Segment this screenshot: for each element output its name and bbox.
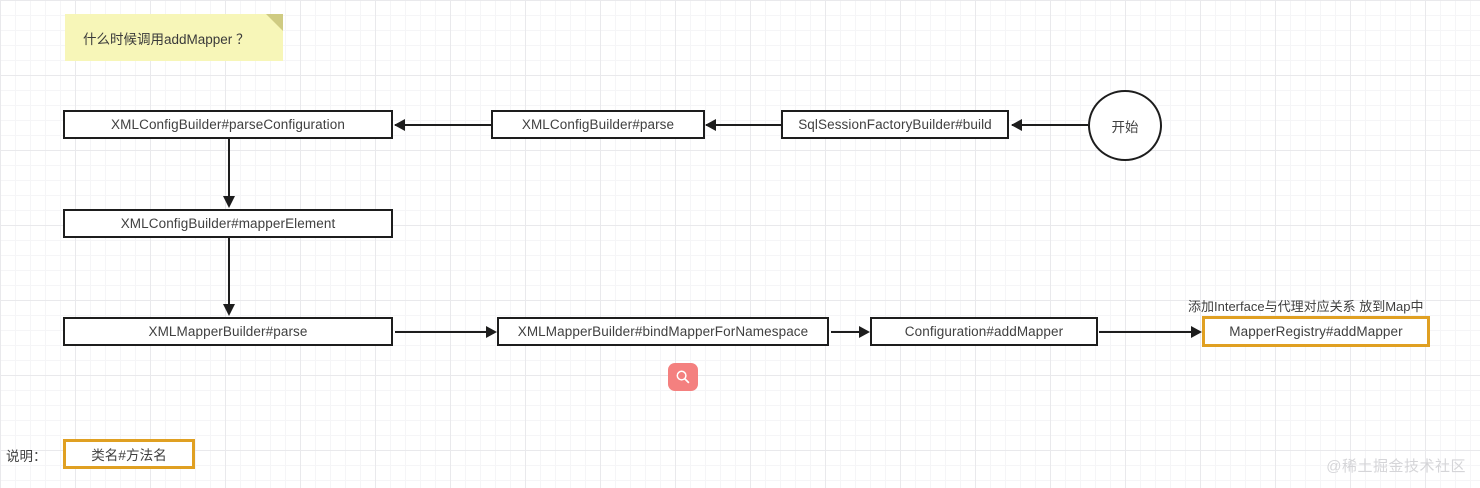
node-label: XMLConfigBuilder#parse — [521, 117, 675, 132]
node-bind-mapper-for-namespace[interactable]: XMLMapperBuilder#bindMapperForNamespace — [497, 317, 829, 346]
connector-build-to-parse — [706, 124, 781, 126]
arrowhead-parse-to-parse-configuration — [394, 119, 405, 131]
node-sql-session-factory-builder-build[interactable]: SqlSessionFactoryBuilder#build — [781, 110, 1009, 139]
connector-parse-configuration-to-mapper-element — [228, 139, 230, 197]
arrowhead-configuration-to-mapper-registry — [1191, 326, 1202, 338]
node-label: XMLMapperBuilder#bindMapperForNamespace — [517, 324, 809, 339]
legend-sample-box: 类名#方法名 — [63, 439, 195, 469]
node-label: XMLMapperBuilder#parse — [148, 324, 308, 339]
sticky-note-fold-icon — [266, 14, 283, 31]
connector-start-to-build — [1012, 124, 1088, 126]
arrowhead-parse-configuration-to-mapper-element — [223, 196, 235, 208]
watermark: @稀土掘金技术社区 — [1326, 458, 1466, 475]
search-badge-button[interactable] — [668, 363, 698, 391]
connector-parse-to-parse-configuration — [395, 124, 491, 126]
arrowhead-build-to-parse — [705, 119, 716, 131]
arrowhead-bind-mapper-to-configuration — [859, 326, 870, 338]
legend-label: 说明： — [6, 449, 47, 464]
connector-configuration-to-mapper-registry — [1099, 331, 1191, 333]
annotation-add-mapper: 添加Interface与代理对应关系 放到Map中 — [1188, 299, 1424, 314]
node-parse-configuration[interactable]: XMLConfigBuilder#parseConfiguration — [63, 110, 393, 139]
connector-bind-mapper-to-configuration — [831, 331, 859, 333]
node-label: XMLConfigBuilder#parseConfiguration — [111, 117, 345, 132]
legend-sample-label: 类名#方法名 — [91, 448, 167, 463]
connector-parse-to-bind-mapper — [395, 331, 486, 333]
arrowhead-parse-to-bind-mapper — [486, 326, 497, 338]
node-mapper-element[interactable]: XMLConfigBuilder#mapperElement — [63, 209, 393, 238]
node-label: SqlSessionFactoryBuilder#build — [798, 117, 992, 132]
arrowhead-mapper-element-to-mapper-builder-parse — [223, 304, 235, 316]
sticky-note-text: 什么时候调用addMapper ？ — [83, 31, 250, 47]
node-label: XMLConfigBuilder#mapperElement — [120, 216, 336, 231]
node-configuration-add-mapper[interactable]: Configuration#addMapper — [870, 317, 1098, 346]
connector-mapper-element-to-mapper-builder-parse — [228, 238, 230, 305]
arrowhead-start-to-build — [1011, 119, 1022, 131]
node-label: Configuration#addMapper — [904, 324, 1064, 339]
node-mapper-builder-parse[interactable]: XMLMapperBuilder#parse — [63, 317, 393, 346]
sticky-note[interactable]: 什么时候调用addMapper ？ — [65, 14, 283, 61]
node-label: MapperRegistry#addMapper — [1229, 324, 1403, 339]
start-label: 开始 — [1111, 119, 1139, 135]
search-icon — [676, 370, 690, 384]
node-parse[interactable]: XMLConfigBuilder#parse — [491, 110, 705, 139]
node-mapper-registry-add-mapper[interactable]: MapperRegistry#addMapper — [1202, 316, 1430, 347]
node-start[interactable]: 开始 — [1088, 90, 1162, 161]
